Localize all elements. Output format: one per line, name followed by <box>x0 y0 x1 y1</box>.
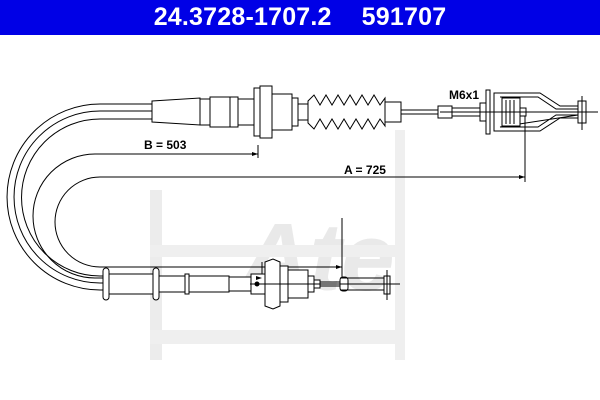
thread-spec-label: M6x1 <box>449 88 479 102</box>
dimension-b-label: B = 503 <box>144 138 187 152</box>
dimension-a-lines <box>54 110 526 280</box>
dimension-a-label: A = 725 <box>344 163 386 177</box>
ate-logo-watermark: Ate <box>150 130 405 360</box>
watermark-text: Ate <box>238 204 395 311</box>
cable-drawing: Ate <box>6 85 598 360</box>
cable-sheath <box>6 103 152 291</box>
dimension-arrows <box>252 152 525 280</box>
reference-number: 591707 <box>361 3 447 31</box>
part-number: 24.3728-1707.2 <box>153 3 332 31</box>
top-fitting <box>151 85 491 139</box>
bottom-fitting <box>102 258 400 310</box>
title-bar: 24.3728-1707.2 591707 <box>0 0 600 35</box>
top-clevis-bracket <box>440 92 598 132</box>
dimension-b-lines <box>32 145 263 282</box>
